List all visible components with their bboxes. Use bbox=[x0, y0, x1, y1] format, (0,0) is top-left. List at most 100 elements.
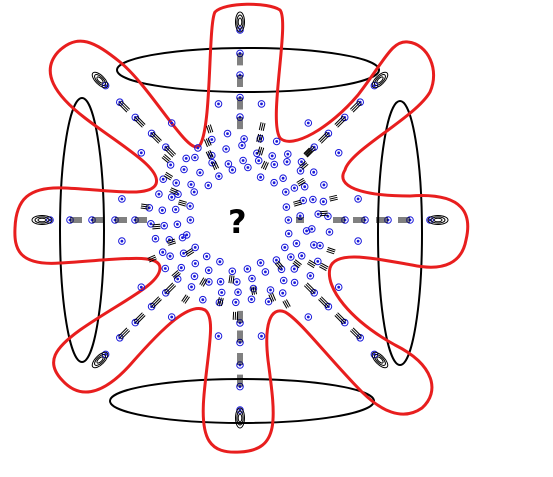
spiral-icon bbox=[237, 17, 243, 27]
track-streak-icon bbox=[270, 293, 275, 302]
track-streak-icon bbox=[306, 263, 315, 269]
marker-dot bbox=[312, 243, 316, 247]
circled-dot-icon bbox=[302, 227, 311, 235]
circled-dot-icon bbox=[224, 160, 233, 168]
circled-dot-icon bbox=[240, 135, 248, 143]
circled-dot-icon bbox=[204, 181, 213, 190]
track-streak-icon bbox=[151, 297, 161, 307]
circled-dot-icon bbox=[284, 216, 293, 224]
track-streak-icon bbox=[165, 146, 175, 157]
marker-dot bbox=[264, 270, 267, 274]
circled-dot-icon bbox=[172, 179, 180, 187]
spiral-icon bbox=[94, 74, 106, 86]
streak-group bbox=[70, 53, 410, 387]
spiral-icon bbox=[374, 74, 386, 86]
circled-dot-icon bbox=[354, 195, 362, 203]
circled-dot-icon bbox=[145, 204, 154, 212]
circled-dot-icon bbox=[158, 248, 167, 256]
marker-dot bbox=[270, 154, 274, 158]
circled-dot-icon bbox=[297, 252, 306, 260]
track-streak-icon bbox=[320, 134, 331, 144]
circled-dot-icon bbox=[191, 153, 199, 162]
track-streak-icon bbox=[300, 162, 308, 169]
marker-dot bbox=[120, 239, 124, 243]
circled-dot-icon bbox=[256, 259, 265, 267]
track-streak-icon bbox=[134, 117, 145, 127]
track-streak-icon bbox=[254, 286, 257, 295]
circled-dot-icon bbox=[160, 221, 168, 230]
marker-dot bbox=[181, 236, 184, 240]
track-streak-icon bbox=[134, 313, 145, 323]
track-streak-icon bbox=[141, 203, 150, 206]
marker-dot bbox=[267, 300, 271, 304]
track-streak-icon bbox=[186, 251, 195, 257]
circled-dot-icon bbox=[234, 288, 242, 297]
track-streak-icon bbox=[319, 297, 329, 307]
track-streak-icon bbox=[166, 238, 175, 242]
marker-dot bbox=[226, 132, 229, 136]
marker-dot bbox=[207, 268, 211, 272]
marker-dot bbox=[189, 183, 193, 186]
track-streak-icon bbox=[304, 149, 312, 156]
marker-dot bbox=[161, 177, 165, 181]
track-streak-icon bbox=[148, 256, 156, 261]
track-streak-icon bbox=[262, 161, 268, 170]
track-streak-icon bbox=[326, 250, 335, 255]
track-streak-icon bbox=[172, 271, 180, 278]
circled-dot-icon bbox=[167, 193, 176, 201]
track-streak-icon bbox=[205, 151, 211, 160]
circled-dot-icon bbox=[223, 129, 232, 138]
spiral-icon bbox=[237, 413, 243, 423]
marker-dot bbox=[218, 260, 222, 264]
circled-dot-icon bbox=[180, 165, 188, 174]
circled-dot-icon bbox=[281, 243, 289, 252]
marker-dot bbox=[310, 227, 314, 231]
track-streak-icon bbox=[285, 299, 291, 307]
marker-dot bbox=[326, 214, 330, 218]
marker-dot bbox=[217, 174, 221, 178]
track-streak-icon bbox=[318, 299, 328, 309]
track-streak-icon bbox=[182, 295, 189, 303]
circled-dot-icon bbox=[314, 257, 322, 266]
track-streak-icon bbox=[298, 181, 306, 187]
circled-dot-icon bbox=[166, 252, 174, 261]
track-streak-icon bbox=[206, 125, 210, 134]
track-streak-icon bbox=[276, 261, 283, 269]
marker-dot bbox=[224, 147, 228, 151]
track-streak-icon bbox=[349, 100, 360, 110]
track-streak-icon bbox=[207, 124, 212, 133]
track-streak-icon bbox=[258, 134, 261, 143]
circled-dot-icon bbox=[309, 168, 318, 176]
marker-dot bbox=[193, 246, 197, 249]
track-streak-icon bbox=[219, 297, 222, 306]
marker-dot bbox=[300, 254, 304, 258]
track-streak-icon bbox=[319, 214, 328, 217]
track-streak-icon bbox=[260, 134, 263, 143]
circled-dot-icon bbox=[214, 332, 223, 340]
spiral-icon bbox=[371, 351, 389, 369]
marker-dot bbox=[306, 315, 310, 319]
track-streak-icon bbox=[152, 131, 162, 141]
track-streak-icon bbox=[319, 266, 327, 272]
track-streak-icon bbox=[152, 223, 161, 226]
circled-dot-icon bbox=[314, 210, 323, 218]
marker-dot bbox=[190, 285, 193, 289]
track-streak-icon bbox=[297, 179, 305, 185]
marker-dot bbox=[299, 169, 302, 173]
marker-dot bbox=[286, 152, 290, 156]
track-streak-icon bbox=[147, 254, 156, 259]
marker-dot bbox=[149, 222, 153, 226]
track-streak-icon bbox=[319, 212, 328, 215]
spiral-icon bbox=[96, 76, 104, 84]
track-streak-icon bbox=[162, 155, 170, 162]
marker-dot bbox=[289, 255, 293, 259]
marker-dot bbox=[235, 280, 239, 284]
track-streak-icon bbox=[301, 163, 309, 170]
circled-dot-icon bbox=[186, 216, 195, 224]
circled-dot-icon bbox=[217, 288, 226, 297]
track-streak-icon bbox=[335, 313, 346, 323]
marker-dot bbox=[260, 334, 263, 338]
marker-dot bbox=[250, 297, 253, 301]
circled-dot-icon bbox=[238, 141, 246, 150]
circled-dot-icon bbox=[320, 181, 328, 189]
